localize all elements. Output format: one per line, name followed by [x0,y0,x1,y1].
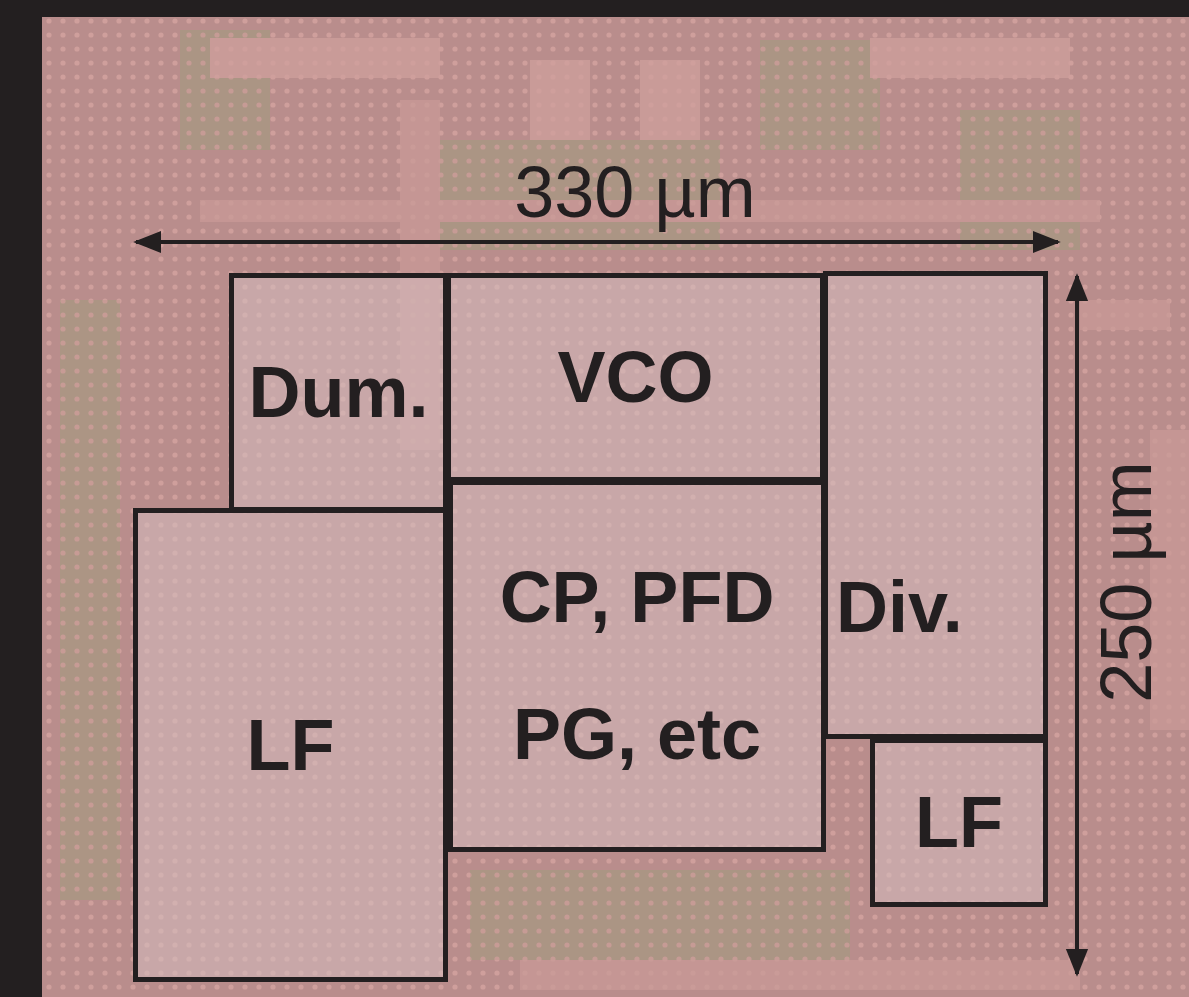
dummy-block: Dum. [229,273,448,512]
dimension-label: 330 µm [514,156,756,228]
charge-pump-block: CP, PFD PG, etc [448,480,826,852]
dimension-arrow [136,240,1058,244]
block-label: Div. [836,566,963,649]
loop-filter-block: LF [133,508,448,982]
block-label: VCO [557,336,713,419]
photo-frame [0,0,42,997]
dimension-arrow [1075,276,1079,974]
block-label: Dum. [249,351,429,434]
block-label: LF [915,781,1003,864]
dimension-label: 250 µm [1090,461,1162,703]
loop-filter-block: LF [870,738,1048,907]
metal-features [60,30,1189,990]
vco-block: VCO [446,273,825,482]
block-label: CP, PFD PG, etc [461,529,813,803]
photo-frame [0,0,1189,17]
block-label: LF [247,704,335,787]
divider-block: Div. [823,271,1048,739]
